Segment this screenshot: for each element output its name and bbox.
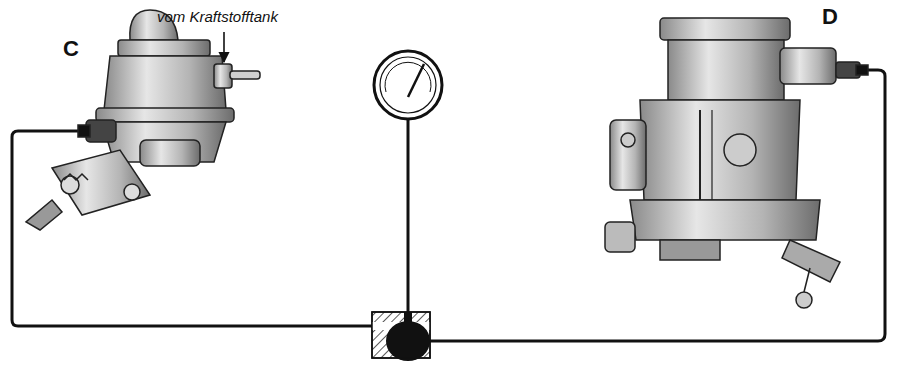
pressure-gauge: [374, 51, 442, 312]
tee-junction: [372, 312, 430, 361]
supply-arrow: [223, 32, 225, 62]
carburettor: [605, 18, 868, 308]
fuel-pump: [26, 10, 260, 230]
part-letter: D: [822, 6, 838, 28]
supply-note: vom Kraftstofftank: [157, 9, 278, 24]
part-letter: C: [63, 38, 79, 60]
fuel-hose: [12, 70, 885, 341]
